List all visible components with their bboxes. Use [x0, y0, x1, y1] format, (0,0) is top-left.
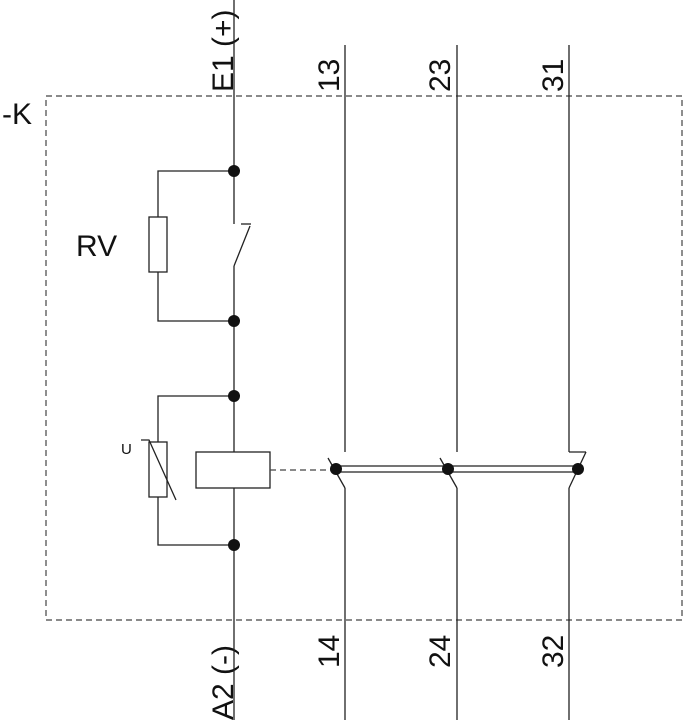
actuator-dot [442, 463, 454, 475]
contact-23-24 [439, 45, 458, 720]
terminal-23-label: 23 [424, 59, 457, 92]
terminal-31-label: 31 [537, 59, 570, 92]
junction-dot [228, 165, 240, 177]
contact-31-32 [568, 45, 587, 720]
actuator-dot [330, 463, 342, 475]
coil-branch [195, 0, 335, 720]
terminal-14-label: 14 [313, 635, 346, 668]
junction-dot [228, 390, 240, 402]
actuator-dot [572, 463, 584, 475]
junction-dot [228, 539, 240, 551]
terminal-24-label: 24 [424, 635, 457, 668]
contact-13-14 [327, 45, 346, 720]
junction-dot [228, 315, 240, 327]
varistor [141, 395, 234, 546]
relay-coil [195, 451, 271, 489]
device-boundary [45, 95, 683, 621]
resistor-rv [148, 170, 234, 322]
terminal-32-label: 32 [537, 635, 570, 668]
terminal-a2-label: A2 (-) [207, 645, 240, 720]
resistor-rv-label: RV [76, 230, 117, 263]
varistor-label: U [121, 441, 132, 458]
terminal-13-label: 13 [313, 59, 346, 92]
device-label: -K [2, 98, 32, 131]
terminal-e1-label: E1 (+) [207, 9, 240, 92]
actuator-bar [336, 465, 578, 473]
